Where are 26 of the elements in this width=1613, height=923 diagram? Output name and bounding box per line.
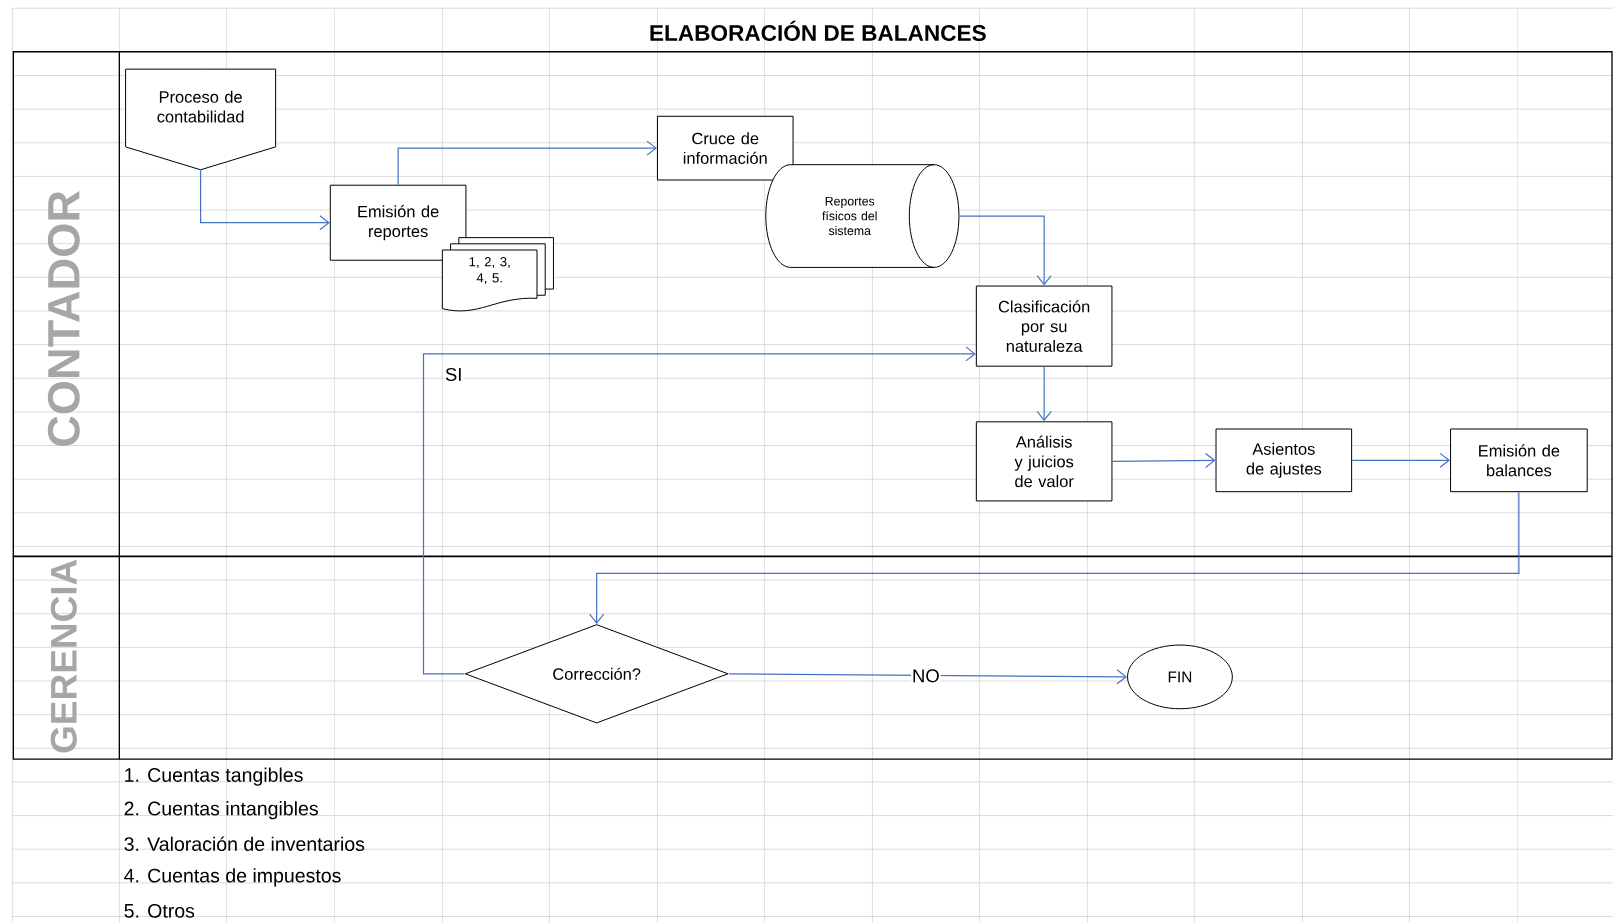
arrow: [200, 169, 330, 231]
arrow: [422, 346, 976, 675]
process-box: Clasificación por su naturaleza: [975, 285, 1113, 367]
list-item: 3. Valoración de inventarios: [124, 836, 365, 852]
storage-cylinder: Reportes físicos del sistema: [765, 164, 960, 269]
list-item: 4. Cuentas de impuestos: [124, 868, 341, 887]
arrow: [728, 669, 1128, 685]
arrow: [1036, 366, 1052, 422]
off-page-connector: Proceso de contabilidad: [125, 68, 277, 171]
arrow: [1351, 452, 1451, 469]
document-stack: 1, 2, 3, 4, 5.: [441, 237, 554, 312]
process-box: Emisión de balances: [1450, 428, 1588, 493]
process-box: Análisis y juicios de valor: [975, 421, 1113, 502]
process-box: Emisión de reportes: [329, 184, 467, 261]
list-item: 5. Otros: [124, 904, 195, 918]
arrow: [1111, 452, 1216, 469]
list-item: 2. Cuentas intangibles: [124, 801, 318, 820]
arrow: [589, 491, 1520, 625]
arrow: [397, 140, 657, 186]
list-item: 1. Cuentas tangibles: [125, 767, 303, 786]
edge-label: NO: [910, 668, 941, 684]
edge-label: SI: [443, 367, 464, 383]
process-box: Cruce de información: [656, 115, 794, 181]
arrow: [958, 215, 1052, 286]
title: ELABORACIÓN DE BALANCES: [650, 20, 986, 42]
process-box: Asientos de ajustes: [1215, 428, 1353, 493]
